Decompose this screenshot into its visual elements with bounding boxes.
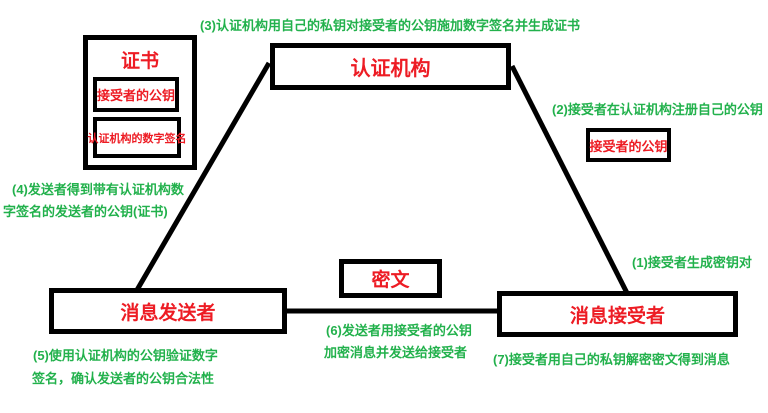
certificate-box: 证书 接受者的公钥 认证机构的数字签名 (83, 35, 197, 170)
ciphertext-label: 密文 (371, 270, 410, 291)
annotation-step-4-line-2: 字签名的发送者的公钥(证书) (3, 204, 168, 219)
certificate-ca-signature-box: 认证机构的数字签名 (88, 117, 187, 158)
annotation-step-5-line-2: 签名，确认发送者的公钥合法性 (32, 371, 215, 386)
message-sender-label: 消息发送者 (120, 302, 216, 324)
annotation-step-4-line-1: (4)发送者得到带有认证机构数 (12, 182, 184, 197)
annotation-step-6-line-2: 加密消息并发送给接受者 (324, 345, 468, 360)
recipient-public-key-label: 接受者的公钥 (589, 138, 668, 154)
message-receiver-label: 消息接受者 (569, 305, 665, 327)
certificate-ca-signature-label: 认证机构的数字签名 (87, 132, 187, 145)
certificate-title: 证书 (120, 51, 159, 72)
certification-authority-label: 认证机构 (350, 58, 431, 80)
annotation-step-2: (2)接受者在认证机构注册自己的公钥 (552, 102, 763, 117)
annotation-step-7: (7)接受者用自己的私钥解密密文得到消息 (493, 352, 730, 367)
ciphertext-box: 密文 (339, 259, 442, 298)
message-receiver-box: 消息接受者 (497, 291, 738, 337)
certificate-recipient-public-key-label: 接受者的公钥 (97, 88, 176, 103)
message-sender-box: 消息发送者 (49, 288, 287, 334)
annotation-step-5-line-1: (5)使用认证机构的公钥验证数字 (33, 348, 218, 363)
connector-ca-to-receiver (509, 64, 630, 295)
annotation-step-3: (3)认证机构用自己的私钥对接受者的公钥施加数字签名并生成证书 (200, 18, 580, 33)
annotation-step-1: (1)接受者生成密钥对 (632, 255, 752, 270)
certification-authority-box: 认证机构 (270, 43, 511, 90)
connector-ca-to-sender (134, 61, 272, 292)
recipient-public-key-box: 接受者的公钥 (586, 128, 671, 162)
annotation-step-6-line-1: (6)发送者用接受者的公钥 (326, 323, 472, 338)
certificate-recipient-public-key-box: 接受者的公钥 (93, 77, 179, 112)
